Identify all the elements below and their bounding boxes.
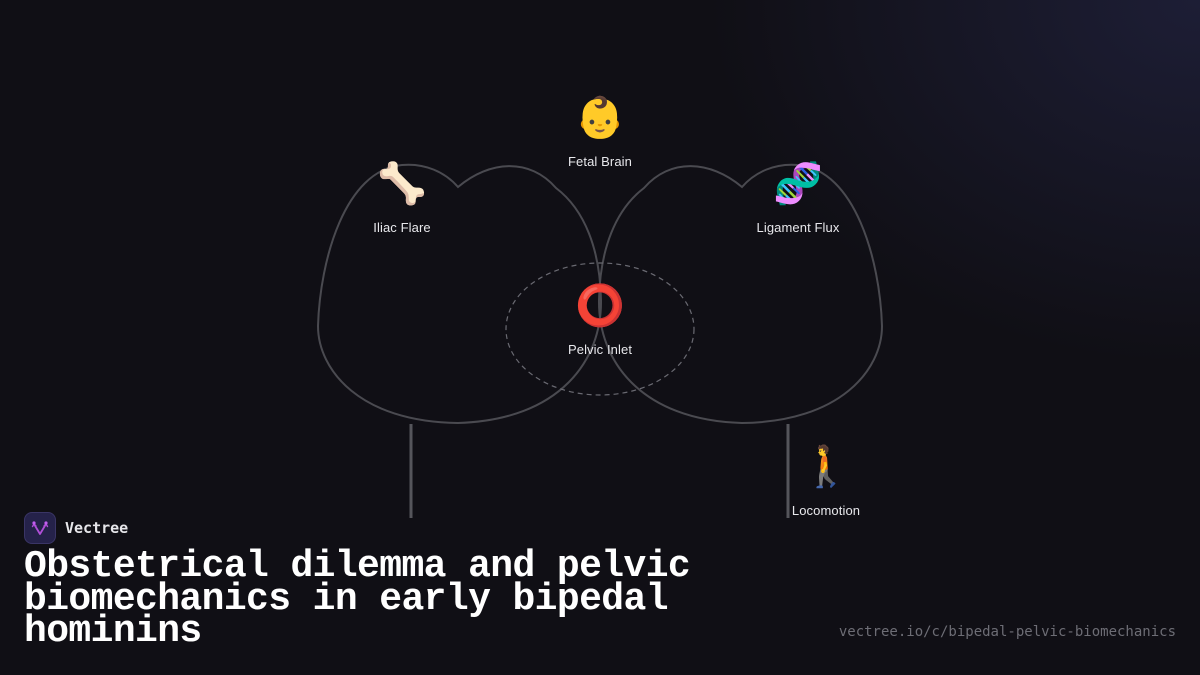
source-url[interactable]: vectree.io/c/bipedal-pelvic-biomechanics <box>838 624 1176 640</box>
brand-name: Vectree <box>65 519 129 537</box>
baby-face-icon: 👶 <box>575 96 625 140</box>
right-ilium-outline <box>597 163 884 425</box>
person-walking-icon: 🚶 <box>801 445 851 489</box>
node-pelvic-inlet[interactable]: ⭕ Pelvic Inlet <box>530 282 670 357</box>
pelvic-inlet-ellipse <box>505 262 695 396</box>
node-label: Locomotion <box>791 503 861 518</box>
bone-icon: 🦴 <box>377 162 427 206</box>
left-ilium-outline <box>316 163 603 425</box>
node-fetal-brain[interactable]: 👶 Fetal Brain <box>530 94 670 169</box>
node-label: Ligament Flux <box>756 220 840 235</box>
node-label: Pelvic Inlet <box>567 342 633 357</box>
hollow-red-circle-icon: ⭕ <box>575 284 625 328</box>
node-label: Iliac Flare <box>373 220 431 235</box>
node-ligament-flux[interactable]: 🧬 Ligament Flux <box>728 160 868 235</box>
brand: Vectree <box>24 512 128 544</box>
node-iliac-flare[interactable]: 🦴 Iliac Flare <box>332 160 472 235</box>
node-label: Fetal Brain <box>568 154 632 169</box>
vectree-logo-icon <box>24 512 56 544</box>
page-title: Obstetrical dilemma and pelvic biomechan… <box>24 545 691 653</box>
node-locomotion[interactable]: 🚶 Locomotion <box>756 443 896 518</box>
dna-icon: 🧬 <box>773 162 823 206</box>
